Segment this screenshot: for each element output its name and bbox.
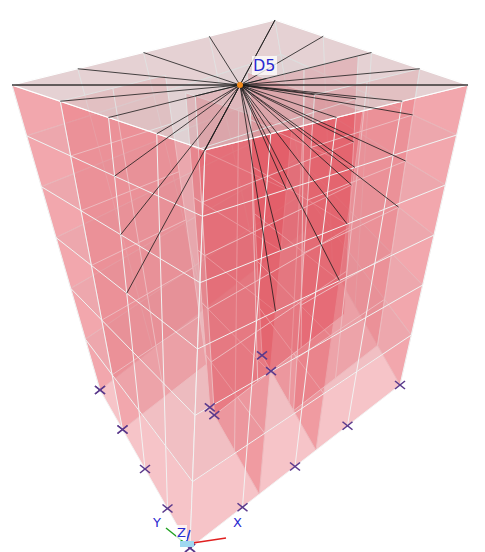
support-symbol [95,386,105,394]
diaphragm-line [240,36,323,85]
diaphragm-line [240,85,399,207]
diaphragm-line [195,85,240,96]
support-symbol [205,403,215,411]
support-symbol [209,411,219,419]
diaphragm-line [240,85,286,189]
column-line [12,85,100,390]
support-symbol [95,386,105,394]
diaphragm-line [109,85,241,118]
axis-label-box: Z [176,522,187,541]
joint-point [237,82,243,88]
support-symbol [290,463,300,471]
diaphragm-line [240,85,351,185]
support-symbol [118,426,128,434]
diaphragm-line [240,85,468,86]
diaphragm-line [240,85,413,115]
diaphragm-line [121,85,240,235]
diaphragm-line [144,53,241,86]
support-symbol [118,426,128,434]
column-line [60,101,122,429]
diaphragm-line [240,79,266,86]
support-symbol [395,381,405,389]
diaphragm-line [209,36,240,85]
diaphragm-line [115,85,240,176]
diaphragm-line [240,20,275,85]
support-symbol [266,367,276,375]
support-symbol [95,386,105,394]
support-symbol [209,411,219,419]
diaphragm-line [240,85,468,86]
axis-origin [180,541,194,547]
support-symbol [140,465,150,473]
diaphragm-line [240,20,275,85]
diaphragm-line [240,53,372,86]
axis-label: Y [152,515,162,530]
axis-label: X [232,515,243,530]
support-symbol [140,465,150,473]
column-line [348,101,403,426]
axis-label-box: Y [152,512,162,531]
axis-label: Z [176,525,187,540]
support-symbol [163,505,173,513]
support-symbol [290,463,300,471]
joint-label: D5 [252,56,277,75]
diaphragm-line [157,85,240,134]
column-line [190,150,205,548]
support-symbol [95,386,105,394]
support-symbol [266,367,276,375]
diaphragm-line [240,85,281,250]
support-symbol [163,505,173,513]
diaphragm-line [240,85,356,99]
support-symbol [395,381,405,389]
column-line [295,118,337,467]
diaphragm-line [12,85,240,86]
support-symbol [238,503,248,511]
shear-wall [190,85,468,548]
joint-label-box: D5 [252,56,277,75]
beam-line [100,390,190,548]
diaphragm-line [60,85,240,101]
column-line [157,134,168,509]
shear-wall [12,85,205,548]
beam-line [190,385,400,548]
support-symbol [257,351,267,359]
diaphragm-line [12,85,240,86]
diaphragm-line [127,85,240,293]
roof-slab [12,20,468,150]
support-symbol [343,422,353,430]
support-symbol [257,351,267,359]
column-line [400,85,468,385]
support-symbol [118,426,128,434]
support-symbol [118,426,128,434]
diaphragm-line [240,85,339,281]
diaphragm-line [240,85,406,161]
support-symbol [343,422,353,430]
support-symbol [205,403,215,411]
diaphragm-line [240,85,276,311]
diaphragm-line [240,85,354,142]
support-symbol [238,503,248,511]
axis-label-box: X [232,512,243,531]
diaphragm-line [240,85,347,224]
